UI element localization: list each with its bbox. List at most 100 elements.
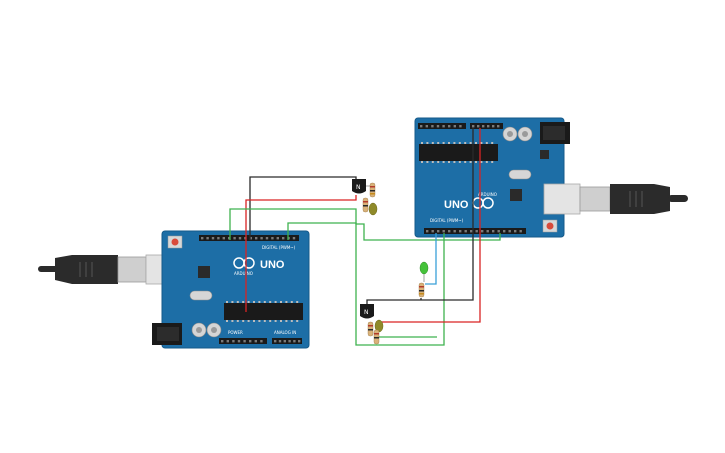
header-pin[interactable] [276, 237, 279, 240]
header-pin[interactable] [459, 125, 462, 128]
header-pin[interactable] [237, 340, 241, 343]
header-pin[interactable] [217, 237, 220, 240]
header-pin[interactable] [492, 125, 495, 128]
header-pin[interactable] [464, 230, 467, 233]
bottom-transistor-assembly[interactable]: N [360, 304, 384, 345]
header-pin[interactable] [492, 230, 495, 233]
right-usb-cable[interactable] [543, 183, 688, 215]
header-pin[interactable] [283, 340, 286, 343]
header-pin[interactable] [292, 237, 296, 240]
header-pin[interactable] [238, 237, 242, 240]
header-pin[interactable] [243, 340, 246, 343]
header-pin[interactable] [497, 125, 500, 128]
header-pin[interactable] [288, 340, 291, 343]
wire-green-left-to-bottom-loop[interactable] [287, 222, 445, 346]
chip-pin [453, 142, 456, 144]
header-pin[interactable] [293, 340, 296, 343]
header-pin[interactable] [233, 237, 236, 240]
header-pin[interactable] [448, 125, 451, 128]
header-pin[interactable] [472, 125, 475, 128]
header-pin[interactable] [508, 230, 511, 233]
header-pin[interactable] [431, 125, 434, 128]
header-pin[interactable] [519, 230, 522, 233]
header-pin[interactable] [298, 340, 301, 343]
header-pin[interactable] [442, 230, 445, 233]
wire-green-left-to-right-board[interactable] [229, 208, 501, 241]
top-resistor-1-band [370, 190, 375, 192]
header-pin[interactable] [249, 237, 252, 240]
bottom-transistor-body[interactable] [360, 304, 374, 319]
header-pin[interactable] [503, 230, 506, 233]
arduino-board-right[interactable]: UNO ARDUINO DIGITAL (PWM~) [414, 117, 570, 238]
header-pin[interactable] [271, 237, 274, 240]
left-board-brand: ARDUINO [234, 271, 253, 276]
header-pin[interactable] [226, 340, 229, 343]
header-pin[interactable] [481, 230, 484, 233]
wire-blue-right-board-to-led[interactable] [425, 233, 437, 285]
top-transistor-body[interactable] [352, 179, 366, 194]
green-led-assembly[interactable] [418, 261, 429, 298]
header-pin[interactable] [274, 340, 277, 343]
header-pin[interactable] [437, 230, 440, 233]
header-pin[interactable] [249, 340, 252, 343]
chip-pin [426, 161, 429, 163]
header-pin[interactable] [431, 230, 434, 233]
header-pin[interactable] [486, 230, 489, 233]
arduino-board-left[interactable]: DIGITAL (PWM~) UNO ARDUINO POWER ANALOG … [152, 230, 310, 349]
left-capacitor-top [211, 327, 217, 333]
top-led[interactable] [368, 202, 378, 216]
header-pin[interactable] [222, 237, 225, 240]
header-pin[interactable] [232, 340, 235, 343]
header-pin[interactable] [497, 230, 500, 233]
chip-pin [258, 301, 261, 303]
chip-pin [290, 320, 293, 322]
wire-red-left-to-top-transistor[interactable] [245, 195, 357, 312]
wires[interactable] [229, 128, 501, 346]
header-pin[interactable] [453, 230, 456, 233]
header-pin[interactable] [442, 125, 445, 128]
header-pin[interactable] [514, 230, 517, 233]
header-pin[interactable] [282, 237, 285, 240]
header-pin[interactable] [201, 237, 204, 240]
header-pin[interactable] [459, 230, 462, 233]
header-pin[interactable] [482, 125, 485, 128]
bottom-transistor-label: N [364, 309, 369, 316]
right-usb-jack [543, 183, 581, 215]
chip-pin [448, 142, 450, 144]
chip-pin [290, 301, 293, 303]
wire-red-right-to-bottom-transistor[interactable] [376, 128, 481, 323]
header-pin[interactable] [211, 237, 215, 240]
header-pin[interactable] [487, 125, 490, 128]
header-pin[interactable] [425, 125, 428, 128]
left-bottom-pins [221, 340, 301, 343]
header-pin[interactable] [278, 340, 282, 343]
right-logo-infinity-right [482, 197, 494, 209]
top-transistor-assembly[interactable]: N [352, 179, 378, 216]
green-led-resistor-band [419, 290, 424, 292]
header-pin[interactable] [206, 237, 209, 240]
header-pin[interactable] [470, 230, 473, 233]
header-pin[interactable] [254, 340, 257, 343]
left-reset-button-cap [171, 238, 179, 246]
header-pin[interactable] [255, 237, 258, 240]
left-usb-cable[interactable] [38, 254, 169, 285]
green-led[interactable] [419, 261, 429, 275]
header-pin[interactable] [453, 125, 456, 128]
chip-pin [247, 301, 250, 303]
header-pin[interactable] [228, 237, 231, 240]
wire-black-right-to-bottom-transistor[interactable] [366, 128, 474, 305]
right-reset-button-cap [546, 222, 554, 230]
header-pin[interactable] [477, 125, 480, 128]
header-pin[interactable] [475, 230, 478, 233]
header-pin[interactable] [448, 230, 451, 233]
header-pin[interactable] [420, 125, 423, 128]
bottom-resistor-1-band [368, 329, 373, 331]
left-board-model: UNO [260, 259, 285, 271]
header-pin[interactable] [260, 340, 263, 343]
header-pin[interactable] [436, 125, 440, 128]
header-pin[interactable] [426, 230, 429, 233]
header-pin[interactable] [265, 237, 269, 240]
header-pin[interactable] [221, 340, 224, 343]
header-pin[interactable] [260, 237, 263, 240]
